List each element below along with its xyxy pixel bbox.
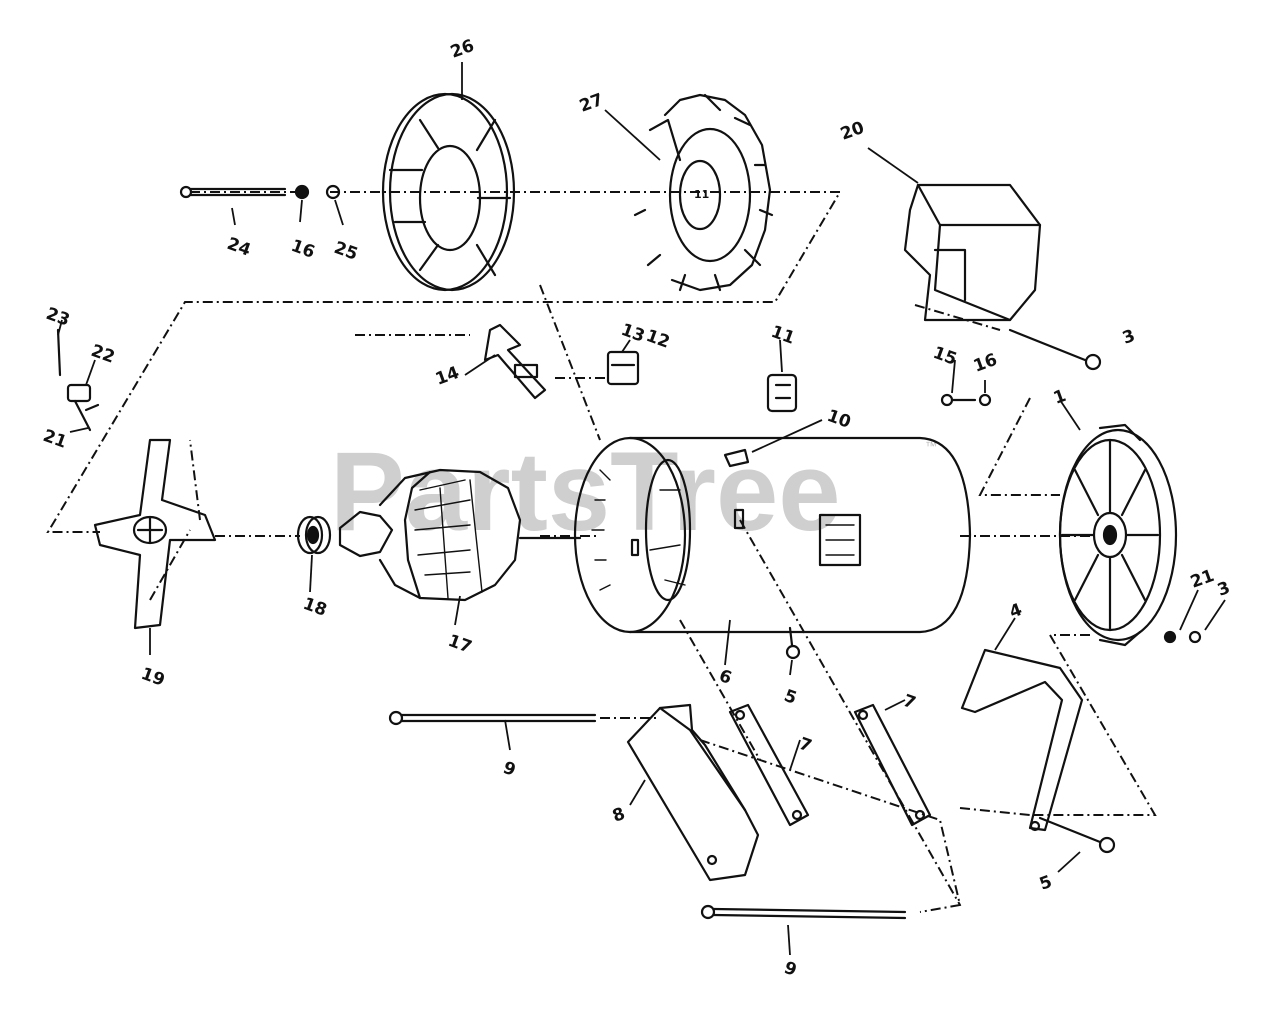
callout-8: 8 (610, 804, 628, 827)
callout-3-top: 3 (1120, 326, 1138, 349)
callout-6: 6 (716, 666, 734, 689)
part-7-foot-right (853, 703, 932, 827)
part-18-bearing (296, 515, 332, 555)
callout-14: 14 (433, 363, 462, 390)
callout-5-upper: 5 (781, 686, 799, 709)
part-21-3-hardware-right (1163, 630, 1202, 644)
callout-16-right: 16 (971, 350, 1000, 377)
part-5-screw-lower (1038, 816, 1116, 854)
callout-24: 24 (224, 234, 253, 261)
part-9-through-bolt-upper (388, 710, 597, 726)
callout-17: 17 (445, 631, 474, 658)
part-26-shroud-ring (381, 92, 516, 292)
part-19-spider-hub (93, 438, 217, 630)
callout-16-top: 16 (288, 236, 317, 263)
callout-1: 1 (1051, 386, 1069, 409)
svg-text:11: 11 (694, 188, 709, 201)
callout-21-left: 21 (40, 426, 69, 453)
callout-19: 19 (138, 664, 167, 691)
part-17-rotor (338, 468, 582, 602)
part-20-cover-bracket (903, 183, 1042, 322)
callout-20: 20 (838, 118, 867, 145)
part-8-base-bracket (626, 703, 760, 882)
callout-7-left: 7 (796, 734, 814, 757)
callout-7-right: 7 (900, 691, 918, 714)
callout-9-upper: 9 (500, 758, 518, 781)
callout-12: 12 (643, 326, 672, 353)
callout-21-right: 21 (1188, 566, 1217, 593)
watermark-trademark: ™ (925, 439, 937, 453)
part-5-screw-upper (785, 626, 801, 660)
callout-11: 11 (768, 322, 797, 349)
callout-4: 4 (1007, 600, 1025, 623)
part-1-end-bell (1058, 423, 1178, 647)
callout-5-lower: 5 (1037, 872, 1055, 895)
part-7-foot-left (728, 703, 810, 827)
part-27-fan: 11 (633, 93, 774, 292)
callout-25: 25 (331, 238, 360, 265)
part-11-switch (766, 373, 798, 413)
part-24-bolt (179, 184, 341, 200)
part-14-bracket (483, 323, 547, 400)
part-9-through-bolt-lower (700, 904, 907, 920)
callout-3-right: 3 (1215, 578, 1233, 601)
callout-18: 18 (300, 594, 329, 621)
part-15-16-hardware (940, 393, 992, 407)
callout-26: 26 (448, 36, 477, 63)
callout-9-lower: 9 (781, 958, 799, 981)
callout-23: 23 (43, 304, 72, 331)
part-4-side-bracket (960, 648, 1084, 832)
part-22-terminal (56, 328, 100, 432)
part-10-clip (723, 448, 750, 468)
callout-22: 22 (88, 341, 117, 368)
leader-lines (57, 62, 1226, 956)
part-13-12-connector (606, 350, 640, 386)
part-6-stator-housing (573, 436, 972, 634)
callout-27: 27 (577, 90, 606, 117)
part-3-screw-top (1008, 328, 1102, 371)
